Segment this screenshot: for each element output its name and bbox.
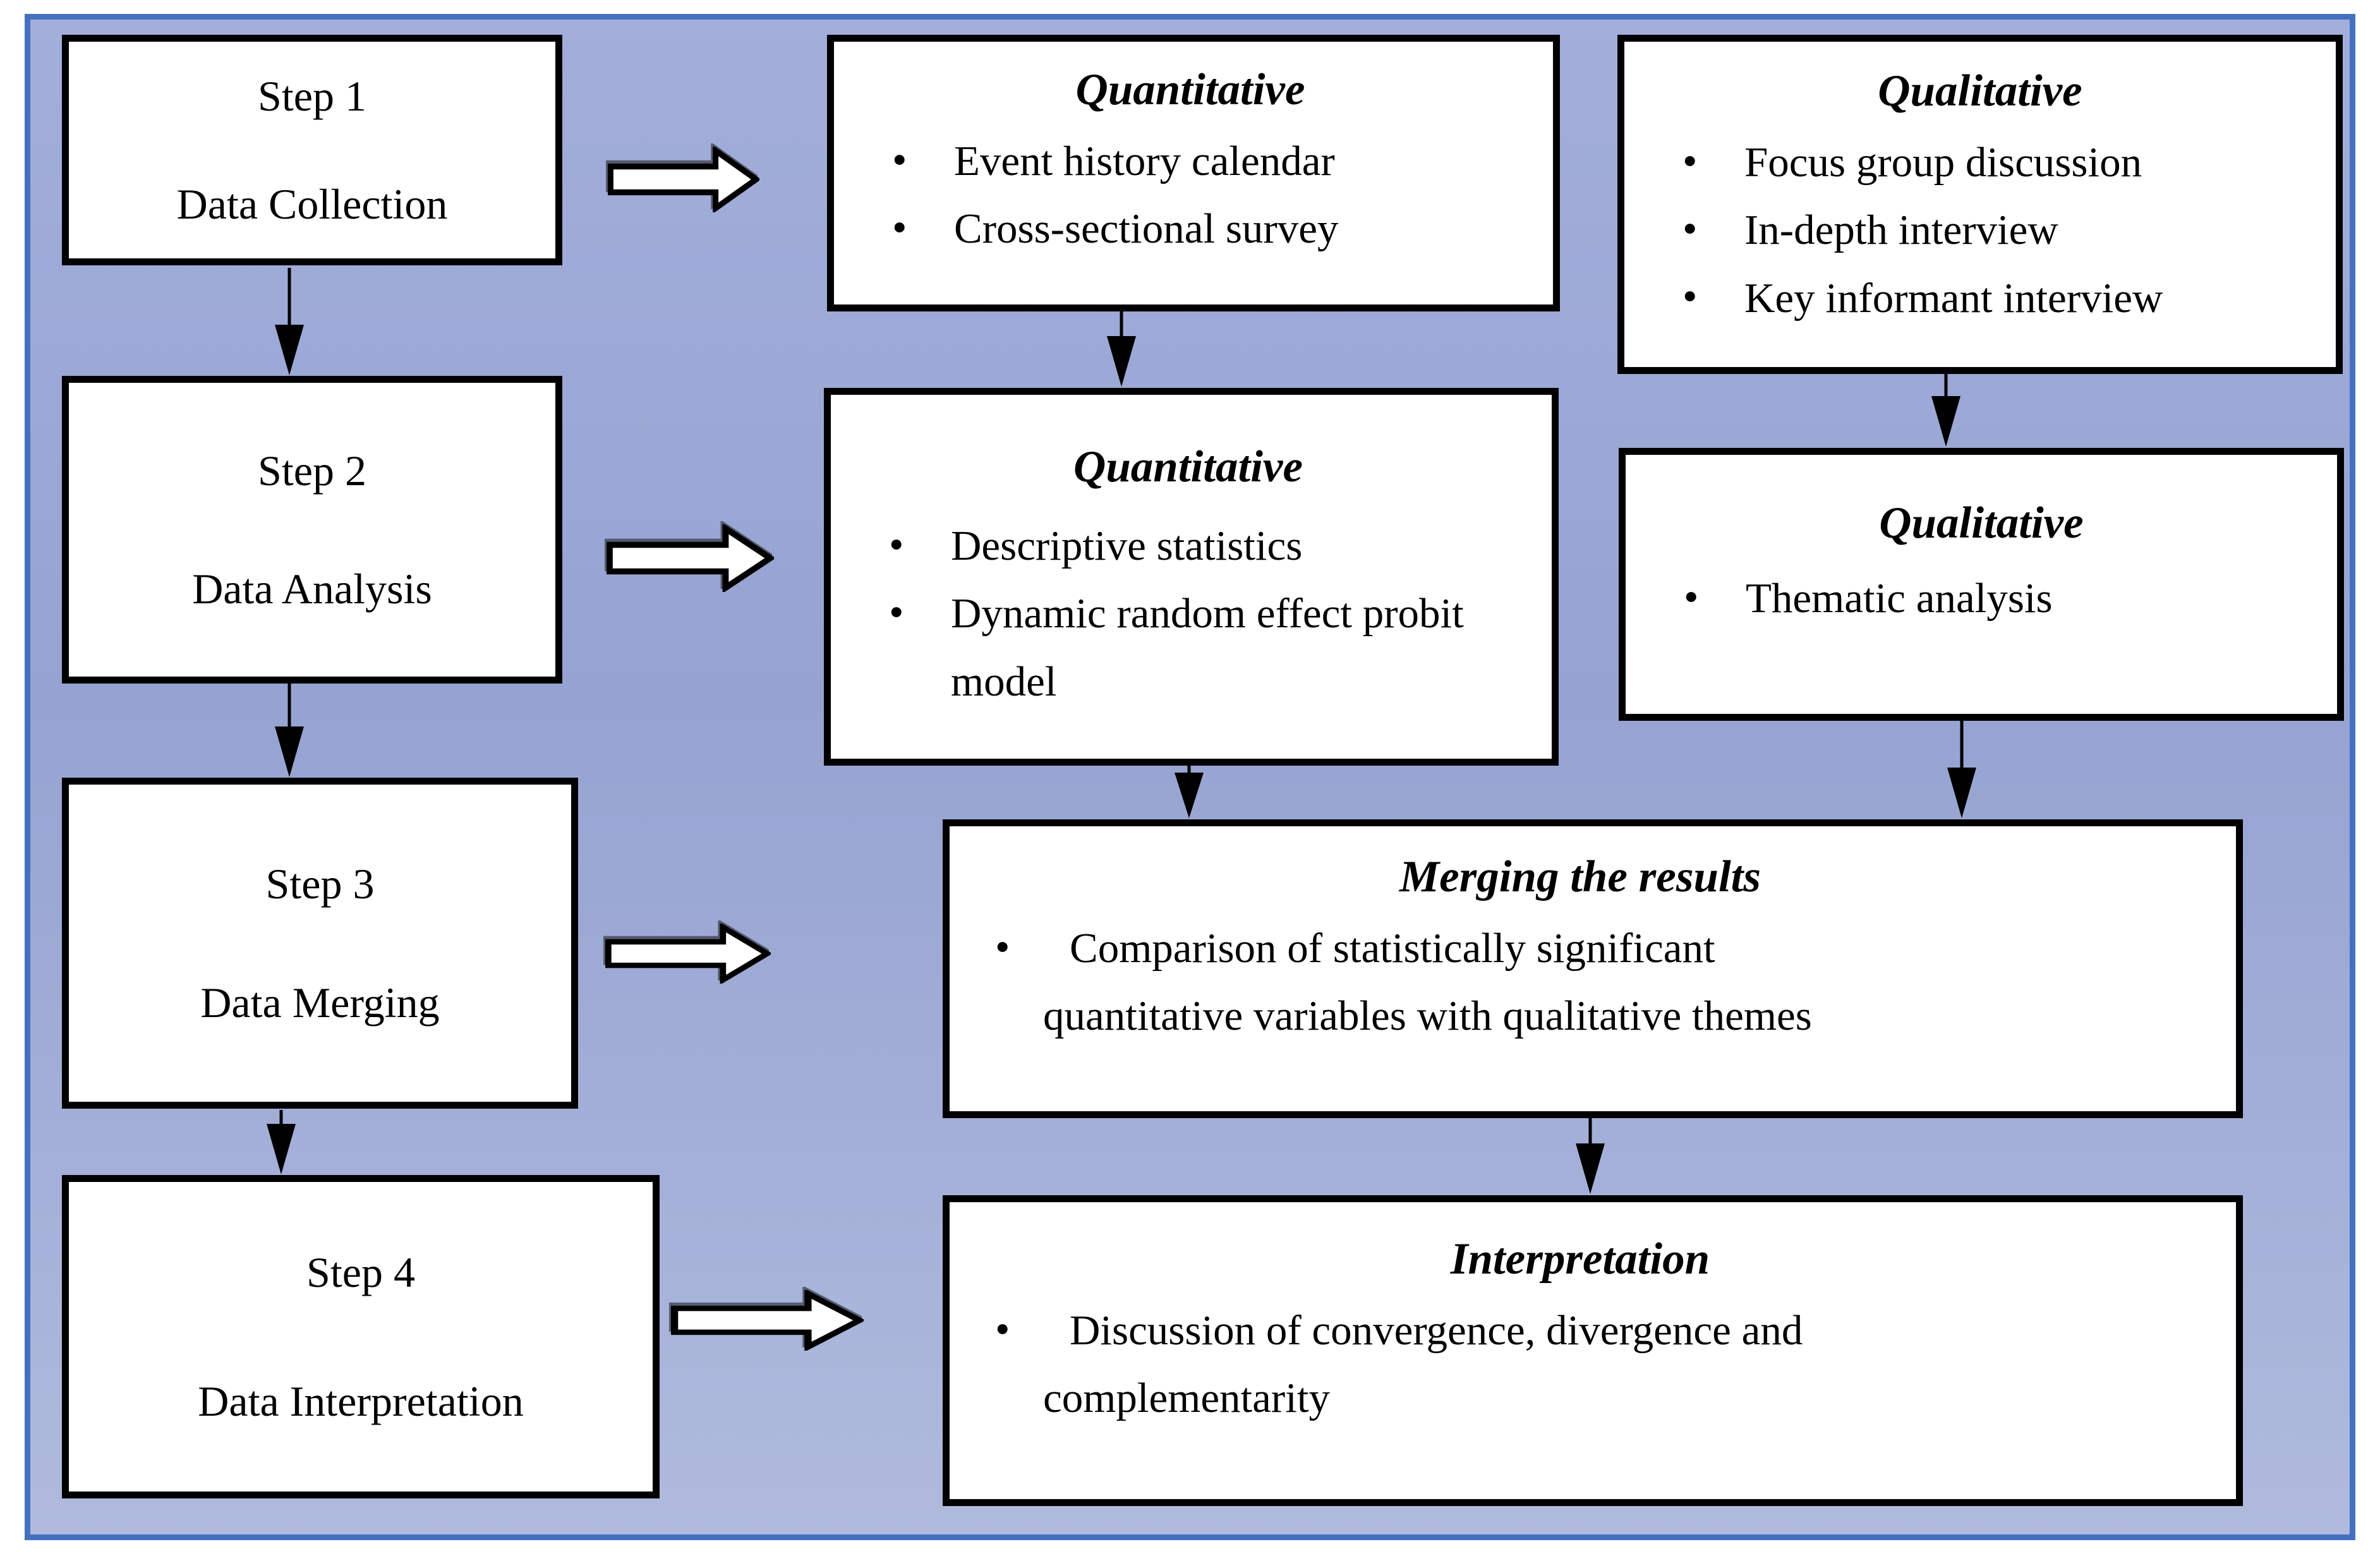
bullet-line: Discussion of convergence, divergence an…: [1070, 1307, 1803, 1354]
block-arrow-step4-icon: [671, 1290, 864, 1351]
step-title: Step 1: [258, 72, 366, 121]
down-arrow-qual-collection-analysis-icon: [1931, 374, 1960, 447]
bullet-item: Cross-sectional survey: [847, 194, 1534, 263]
bullet-item: In-depth interview: [1637, 195, 2323, 264]
bullet-item: Key informant interview: [1637, 263, 2323, 332]
block-arrow-step2-icon: [607, 524, 774, 592]
panel-header: Quantitative: [1075, 65, 1305, 114]
merging-results-box: Merging the results Comparison of statis…: [943, 819, 2243, 1118]
bullet-list: Comparison of statistically significant …: [962, 913, 2198, 1050]
step-label: Data Collection: [176, 179, 448, 228]
step-label: Data Interpretation: [198, 1377, 524, 1425]
down-arrow-qual-analysis-merging-icon: [1947, 721, 1976, 818]
panel-header: Qualitative: [1878, 66, 2082, 116]
bullet-line: quantitative variables with qualitative …: [1043, 992, 1812, 1040]
quantitative-analysis-box: Quantitative Descriptive statistics Dyna…: [824, 388, 1559, 766]
step-label: Data Merging: [200, 979, 440, 1027]
down-arrow-quant-collection-analysis-icon: [1107, 311, 1136, 387]
qualitative-analysis-box: Qualitative Thematic analysis: [1619, 448, 2344, 721]
panel-header: Quantitative: [1073, 442, 1303, 491]
step2-box: Step 2 Data Analysis: [62, 376, 562, 684]
interpretation-box: Interpretation Discussion of convergence…: [943, 1195, 2243, 1506]
step-title: Step 4: [306, 1248, 415, 1296]
bullet-list: Event history calendar Cross-sectional s…: [847, 126, 1534, 263]
bullet-item: Thematic analysis: [1638, 564, 2324, 632]
step4-box: Step 4 Data Interpretation: [62, 1175, 660, 1498]
step1-box: Step 1 Data Collection: [62, 35, 562, 265]
block-arrow-step3-icon: [605, 924, 771, 984]
step3-box: Step 3 Data Merging: [62, 778, 578, 1109]
bullet-line: Comparison of statistically significant: [1070, 925, 1715, 972]
down-arrow-quant-analysis-merging-icon: [1175, 766, 1204, 818]
quantitative-collection-box: Quantitative Event history calendar Cros…: [827, 35, 1560, 311]
step-title: Step 2: [258, 447, 366, 495]
panel-header: Interpretation: [1450, 1234, 1710, 1284]
bullet-list: Focus group discussion In-depth intervie…: [1637, 128, 2323, 332]
panel-header: Merging the results: [1399, 852, 1761, 901]
bullet-list: Thematic analysis: [1638, 564, 2324, 632]
down-arrow-step2-step3-icon: [275, 684, 304, 777]
bullet-item: Discussion of convergence, divergence an…: [962, 1296, 2198, 1432]
panel-header: Qualitative: [1879, 498, 2084, 548]
bullet-item: Focus group discussion: [1637, 128, 2323, 196]
down-arrow-merging-interpretation-icon: [1576, 1118, 1605, 1194]
step-label: Data Analysis: [192, 564, 432, 613]
bullet-list: Descriptive statistics Dynamic random ef…: [843, 511, 1533, 716]
step-title: Step 3: [265, 859, 375, 908]
bullet-list: Discussion of convergence, divergence an…: [962, 1296, 2198, 1432]
bullet-line: complementarity: [1043, 1375, 1330, 1422]
bullet-item: Event history calendar: [847, 126, 1534, 195]
bullet-item: Descriptive statistics: [843, 511, 1533, 580]
bullet-item: Comparison of statistically significant …: [962, 913, 2198, 1050]
block-arrow-step1-icon: [608, 147, 759, 212]
bullet-item: Dynamic random effect probit model: [843, 579, 1533, 715]
qualitative-collection-box: Qualitative Focus group discussion In-de…: [1617, 35, 2343, 374]
down-arrow-step1-step2-icon: [275, 268, 304, 375]
down-arrow-step3-step4-icon: [267, 1110, 296, 1174]
